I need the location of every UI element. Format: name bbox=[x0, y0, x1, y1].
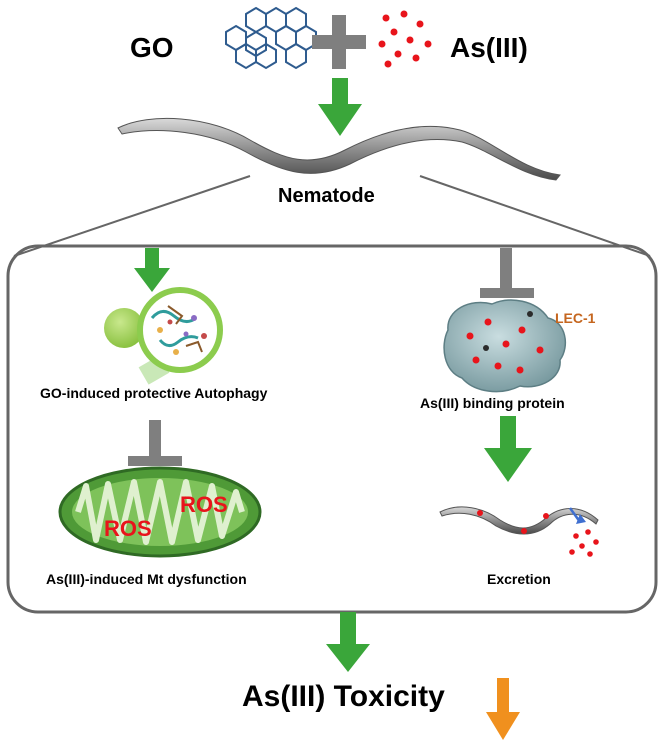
excreting-nematode-icon bbox=[439, 506, 599, 535]
inhibition-bar-left bbox=[128, 420, 182, 466]
nematode-label: Nematode bbox=[278, 185, 375, 207]
autophagosome-icon bbox=[104, 287, 223, 385]
arrow-down-icon-right bbox=[484, 416, 532, 482]
graphene-icon bbox=[225, 6, 317, 70]
connector-right bbox=[419, 175, 651, 257]
autophagy-label: GO-induced protective Autophagy bbox=[40, 385, 268, 401]
mitochondrion-icon bbox=[58, 466, 262, 558]
nematode-icon bbox=[117, 117, 561, 181]
decrease-arrow-icon bbox=[486, 678, 520, 740]
ros-label-2: ROS bbox=[180, 492, 228, 517]
ros-label-1: ROS bbox=[104, 516, 152, 541]
arrow-down-icon-left bbox=[134, 248, 170, 292]
pathway-frame bbox=[6, 244, 658, 614]
arsenic-dots-icon bbox=[378, 10, 432, 68]
lec1-label: LEC-1 bbox=[555, 310, 596, 326]
arrow-down-icon-bottom bbox=[326, 612, 370, 672]
arsenic-label: As(III) bbox=[450, 32, 528, 63]
excretion-label: Excretion bbox=[487, 571, 551, 587]
protein-label: As(III) binding protein bbox=[420, 395, 565, 411]
inhibition-bar-right bbox=[480, 248, 534, 298]
mito-label: As(III)-induced Mt dysfunction bbox=[46, 571, 247, 587]
go-label: GO bbox=[130, 32, 174, 63]
excretion-arrow-icon bbox=[568, 507, 586, 524]
arrow-down-icon bbox=[318, 78, 362, 136]
excreted-dots-icon bbox=[569, 529, 599, 557]
plus-icon bbox=[312, 15, 366, 69]
connector-left bbox=[13, 175, 251, 257]
protein-icon bbox=[443, 299, 567, 393]
toxicity-label: As(III) Toxicity bbox=[242, 680, 445, 713]
